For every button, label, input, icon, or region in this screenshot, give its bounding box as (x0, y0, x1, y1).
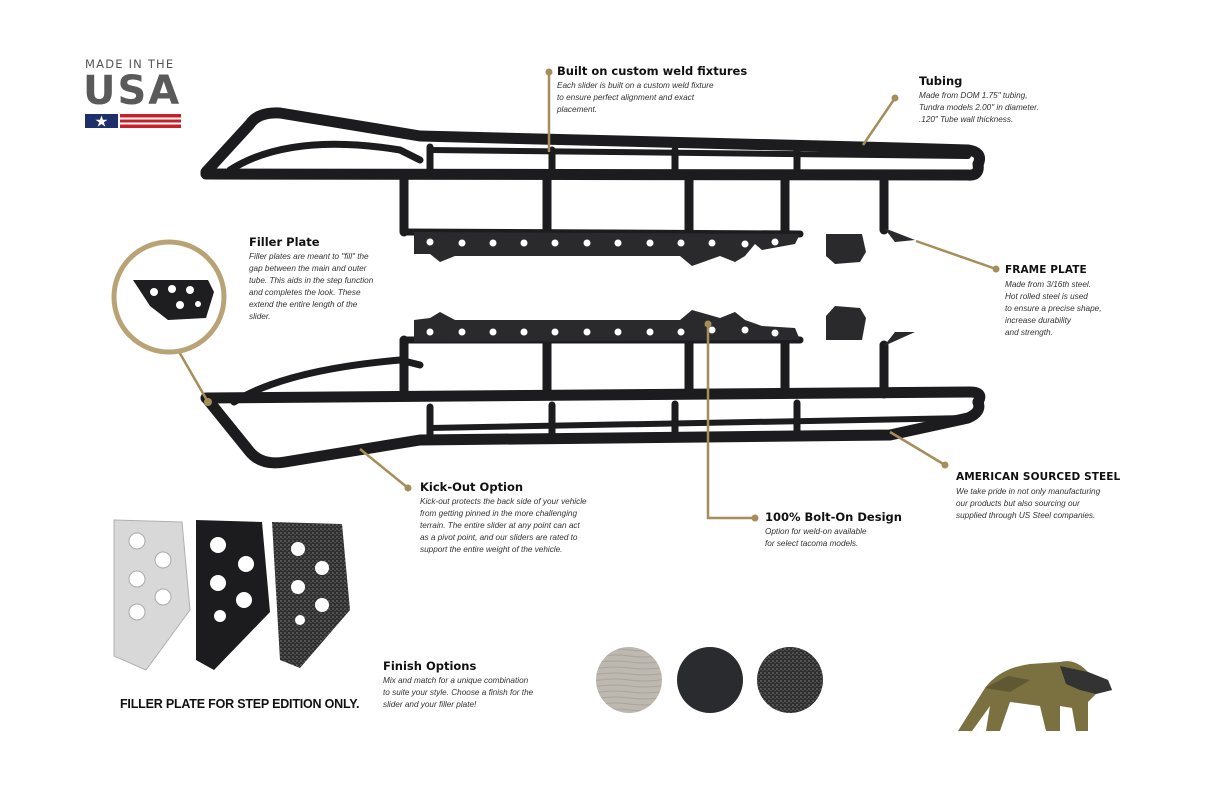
callout-line: supplied through US Steel companies. (956, 511, 1096, 520)
callout-line: Made from 3/16th steel. (1005, 280, 1092, 289)
callout-line: extend the entire length of the (249, 300, 358, 309)
filler-plate-magnifier-icon (111, 239, 227, 355)
callout-line: Tundra models 2.00" in diameter. (919, 103, 1039, 112)
bottom-slider-icon (200, 335, 986, 469)
callout-line: Mix and match for a unique combination (383, 676, 529, 685)
callout-line: and strength. (1005, 328, 1053, 337)
callout-line: from getting pinned in the more challeng… (420, 509, 578, 518)
callout-bolt-on: 100% Bolt-On Design Option for weld-on a… (765, 510, 945, 550)
callout-line: to ensure a precise shape, (1005, 304, 1102, 313)
usa-logo-text: USA (83, 68, 182, 114)
callout-line: Each slider is built on a custom weld fi… (557, 81, 714, 90)
callout-line: gap between the main and outer (249, 264, 367, 273)
callout-frame-plate: FRAME PLATE Made from 3/16th steel. Hot … (1005, 264, 1185, 339)
raw-steel-swatch-icon (596, 647, 662, 713)
callout-title: Kick-Out Option (420, 480, 524, 494)
callout-line: Filler plates are meant to "fill" the (249, 252, 369, 261)
callout-line: Hot rolled steel is used (1005, 292, 1088, 301)
callout-line: as a pivot point, and our sliders are ra… (420, 533, 578, 542)
bottom-frame-plate-icon (414, 306, 915, 346)
callout-dots (204, 68, 1000, 522)
black-smooth-swatch-icon (677, 647, 743, 713)
callout-american-steel: AMERICAN SOURCED STEEL We take pride in … (956, 471, 1186, 522)
callout-title: Built on custom weld fixtures (557, 64, 748, 78)
top-frame-plate-icon (414, 228, 915, 266)
callout-title: Finish Options (383, 659, 477, 673)
callout-title: FRAME PLATE (1005, 264, 1087, 276)
callout-line: and completes the look. These (249, 288, 361, 297)
callout-line: terrain. The entire slider at any point … (420, 521, 580, 530)
callout-line: increase durability (1005, 316, 1071, 325)
callout-title: AMERICAN SOURCED STEEL (956, 471, 1121, 483)
callout-finish-options: Finish Options Mix and match for a uniqu… (383, 659, 583, 711)
callout-line: Option for weld-on available (765, 527, 867, 536)
callout-line: placement. (557, 105, 598, 114)
callout-title: Filler Plate (249, 235, 320, 249)
top-slider-icon (200, 107, 985, 238)
callout-title: Tubing (919, 74, 963, 88)
callout-tubing: Tubing Made from DOM 1.75" tubing, Tundr… (919, 74, 1119, 126)
callout-line: to suite your style. Choose a finish for… (383, 688, 534, 697)
callout-line: Made from DOM 1.75" tubing, (919, 91, 1028, 100)
callout-kick-out: Kick-Out Option Kick-out protects the ba… (420, 480, 650, 556)
callout-line: our products but also sourcing our (956, 499, 1080, 508)
made-in-label: MADE IN THE (85, 57, 175, 71)
callout-leader-lines (176, 72, 997, 520)
callout-line: for select tacoma models. (765, 539, 859, 548)
callout-weld-fixtures: Built on custom weld fixtures Each slide… (557, 64, 797, 116)
callout-title: 100% Bolt-On Design (765, 510, 902, 524)
callout-line: slider and your filler plate! (383, 700, 477, 709)
callout-filler-plate: Filler Plate Filler plates are meant to … (249, 235, 424, 323)
filler-plate-samples-icon (113, 519, 350, 671)
filler-plate-note: FILLER PLATE FOR STEP EDITION ONLY. (120, 697, 360, 711)
callout-line: support the entire weight of the vehicle… (420, 545, 563, 554)
callout-line: We take pride in not only manufacturing (956, 487, 1101, 496)
callout-line: slider. (249, 312, 271, 321)
callout-line: Kick-out protects the back side of your … (420, 497, 587, 506)
bear-logo-icon (958, 661, 1112, 731)
callout-line: .120" Tube wall thickness. (919, 115, 1014, 124)
callout-line: tube. This aids in the step function (249, 276, 374, 285)
callout-line: to ensure perfect alignment and exact (557, 93, 694, 102)
black-texture-swatch-icon (757, 647, 823, 713)
usa-flag-icon (85, 114, 181, 128)
